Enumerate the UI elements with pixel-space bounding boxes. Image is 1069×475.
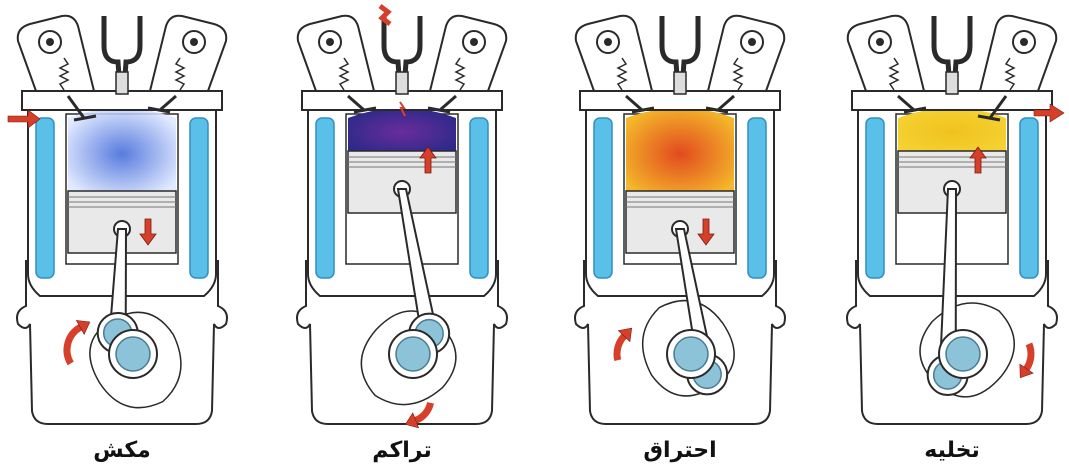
water-jacket-left-compression <box>316 118 334 278</box>
water-jacket-left-combustion <box>594 118 612 278</box>
stroke-panel-combustion <box>566 6 794 431</box>
spark-plug-compression <box>396 72 408 94</box>
exhaust-valve-tower-intake <box>150 16 226 91</box>
gas-charge-combustion <box>626 108 734 191</box>
gas-charge-intake <box>68 108 176 191</box>
water-jacket-right-combustion <box>748 118 766 278</box>
gas-charge-exhaust <box>898 108 1006 151</box>
stroke-label-intake: مکش <box>8 436 236 466</box>
engine-cylinder-compression <box>288 6 516 431</box>
stroke-panel-exhaust <box>838 6 1066 431</box>
gas-charge-compression <box>348 108 456 151</box>
stroke-panel-intake <box>8 6 236 431</box>
stroke-panel-compression <box>288 6 516 431</box>
water-jacket-left-intake <box>36 118 54 278</box>
intake-valve-tower-compression <box>298 16 374 91</box>
spark-plug-combustion <box>674 72 686 94</box>
spark-plug-intake <box>116 72 128 94</box>
engine-cylinder-exhaust <box>838 6 1066 431</box>
exhaust-valve-tower-combustion <box>708 16 784 91</box>
intake-valve-tower-intake <box>18 16 94 91</box>
intake-valve-tower-combustion <box>576 16 652 91</box>
water-jacket-left-exhaust <box>866 118 884 278</box>
water-jacket-right-exhaust <box>1020 118 1038 278</box>
engine-cylinder-combustion <box>566 6 794 431</box>
water-jacket-right-compression <box>470 118 488 278</box>
spark-plug-exhaust <box>946 72 958 94</box>
intake-valve-tower-exhaust <box>848 16 924 91</box>
exhaust-valve-tower-compression <box>430 16 506 91</box>
stroke-label-compression: تراکم <box>288 436 516 466</box>
stroke-label-exhaust: تخلیه <box>838 436 1066 466</box>
engine-cylinder-intake <box>8 6 236 431</box>
stroke-label-combustion: احتراق <box>566 436 794 466</box>
exhaust-valve-tower-exhaust <box>980 16 1056 91</box>
water-jacket-right-intake <box>190 118 208 278</box>
